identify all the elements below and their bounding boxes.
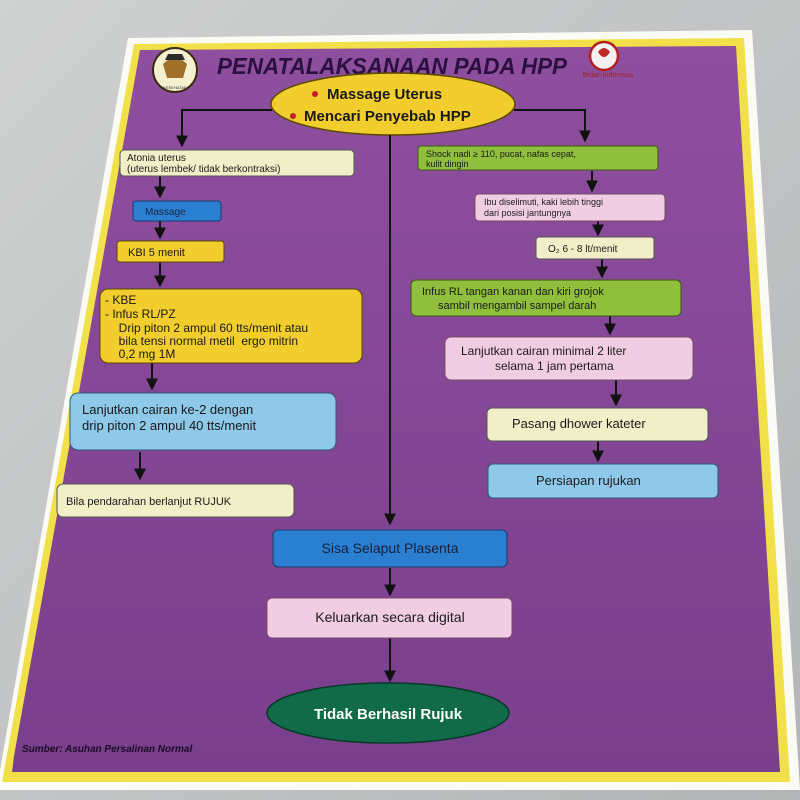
box-lanjut-cairan-2-liter: [444, 336, 694, 381]
bullet-icon: [290, 113, 296, 119]
infus-line1: Infus RL tangan kanan dan kiri grojok: [422, 286, 604, 298]
box-persiapan-rujukan: [487, 463, 719, 499]
shock-line1: Shock nadi ≥ 110, pucat, nafas cepat,: [426, 149, 576, 159]
infus-line2: sambil mengambil sampel darah: [438, 300, 596, 312]
box-infus-rl: [410, 279, 682, 317]
kbe-line1: - KBE: [105, 293, 136, 307]
ibu-line1: Ibu diselimuti, kaki lebih tinggi: [484, 197, 603, 207]
logo-right-text: Bidan Indonesia: [583, 72, 633, 79]
ibu-line2: dari posisi jantungnya: [484, 208, 571, 218]
cairan-line1: Lanjutkan cairan minimal 2 liter: [461, 344, 626, 358]
cairan-line2: selama 1 jam pertama: [495, 359, 614, 373]
box-kbe: [99, 288, 363, 364]
box-atonia: [119, 149, 355, 177]
rujuk-label: Bila pendarahan berlanjut RUJUK: [66, 496, 232, 508]
logo-left: [152, 47, 198, 93]
box-sisa-plasenta: [272, 529, 508, 568]
top-item-1: Massage Uterus: [327, 86, 442, 103]
box-rujuk: [56, 483, 295, 518]
lanjut-line2: drip piton 2 ampul 40 tts/menit: [82, 418, 257, 433]
logo-right: [588, 40, 620, 72]
logo-left-text: KESEHATAN: [163, 85, 187, 90]
keluarkan-label: Keluarkan secara digital: [315, 609, 464, 625]
lanjut-line1: Lanjutkan cairan ke-2 dengan: [82, 402, 253, 417]
top-ellipse: [270, 72, 516, 136]
box-o2: [535, 236, 655, 260]
atonia-line2: (uterus lembek/ tidak berkontraksi): [127, 164, 280, 175]
massage-label: Massage: [145, 207, 186, 218]
box-dhower: [486, 407, 709, 442]
final-ellipse: [266, 682, 510, 744]
bullet-icon: [312, 91, 318, 97]
box-massage: [132, 200, 222, 222]
atonia-line1: Atonia uterus: [127, 153, 186, 164]
box-kbi: [116, 240, 225, 263]
kbe-line5: 0,2 mg 1M: [112, 347, 175, 361]
kbe-line3: Drip piton 2 ampul 60 tts/menit atau: [112, 321, 308, 335]
final-label: Tidak Berhasil Rujuk: [314, 706, 463, 723]
connectors: [134, 109, 622, 683]
shock-line2: kulit dingin: [426, 159, 469, 169]
box-ibu-diselimuti: [474, 193, 666, 222]
kbe-line4: bila tensi normal metil ergo mitrin: [112, 334, 298, 348]
poster-purple-area: [12, 46, 780, 772]
top-item-2: Mencari Penyebab HPP: [304, 108, 471, 125]
box-lanjut-cairan-2: [69, 392, 337, 451]
rujukan-label: Persiapan rujukan: [536, 473, 641, 488]
o2-label: O₂ 6 - 8 lt/menit: [548, 244, 618, 255]
box-keluarkan-digital: [266, 597, 513, 639]
box-shock: [417, 145, 659, 171]
sisa-label: Sisa Selaput Plasenta: [322, 540, 459, 556]
kbe-line2: - Infus RL/PZ: [105, 307, 176, 321]
kbi-label: KBI 5 menit: [128, 247, 185, 259]
source-text: Sumber: Asuhan Persalinan Normal: [22, 744, 192, 755]
dhower-label: Pasang dhower kateter: [512, 416, 646, 431]
